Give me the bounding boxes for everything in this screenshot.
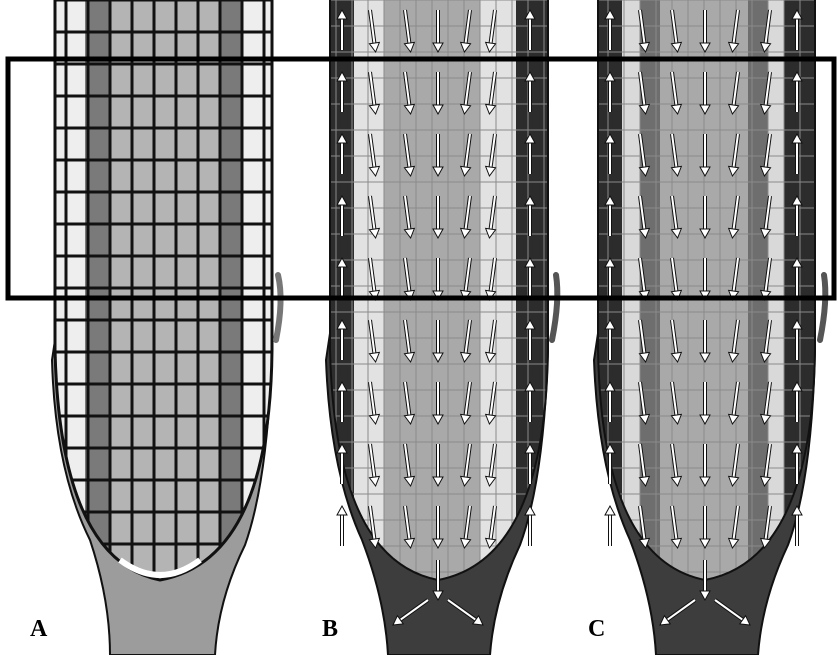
panel-label-c: C [588, 616, 605, 642]
panel-c: C [588, 0, 825, 655]
lateral-root-hair-a [276, 275, 281, 340]
lateral-root-hair-c [820, 275, 825, 340]
flux-arrow [337, 506, 347, 546]
panel-label-a: A [30, 616, 48, 642]
flux-arrow [605, 506, 615, 546]
lateral-root-hair-b [552, 275, 557, 340]
panel-label-b: B [322, 616, 338, 642]
panel-b: B [322, 0, 557, 655]
panel-a: A [30, 0, 281, 655]
